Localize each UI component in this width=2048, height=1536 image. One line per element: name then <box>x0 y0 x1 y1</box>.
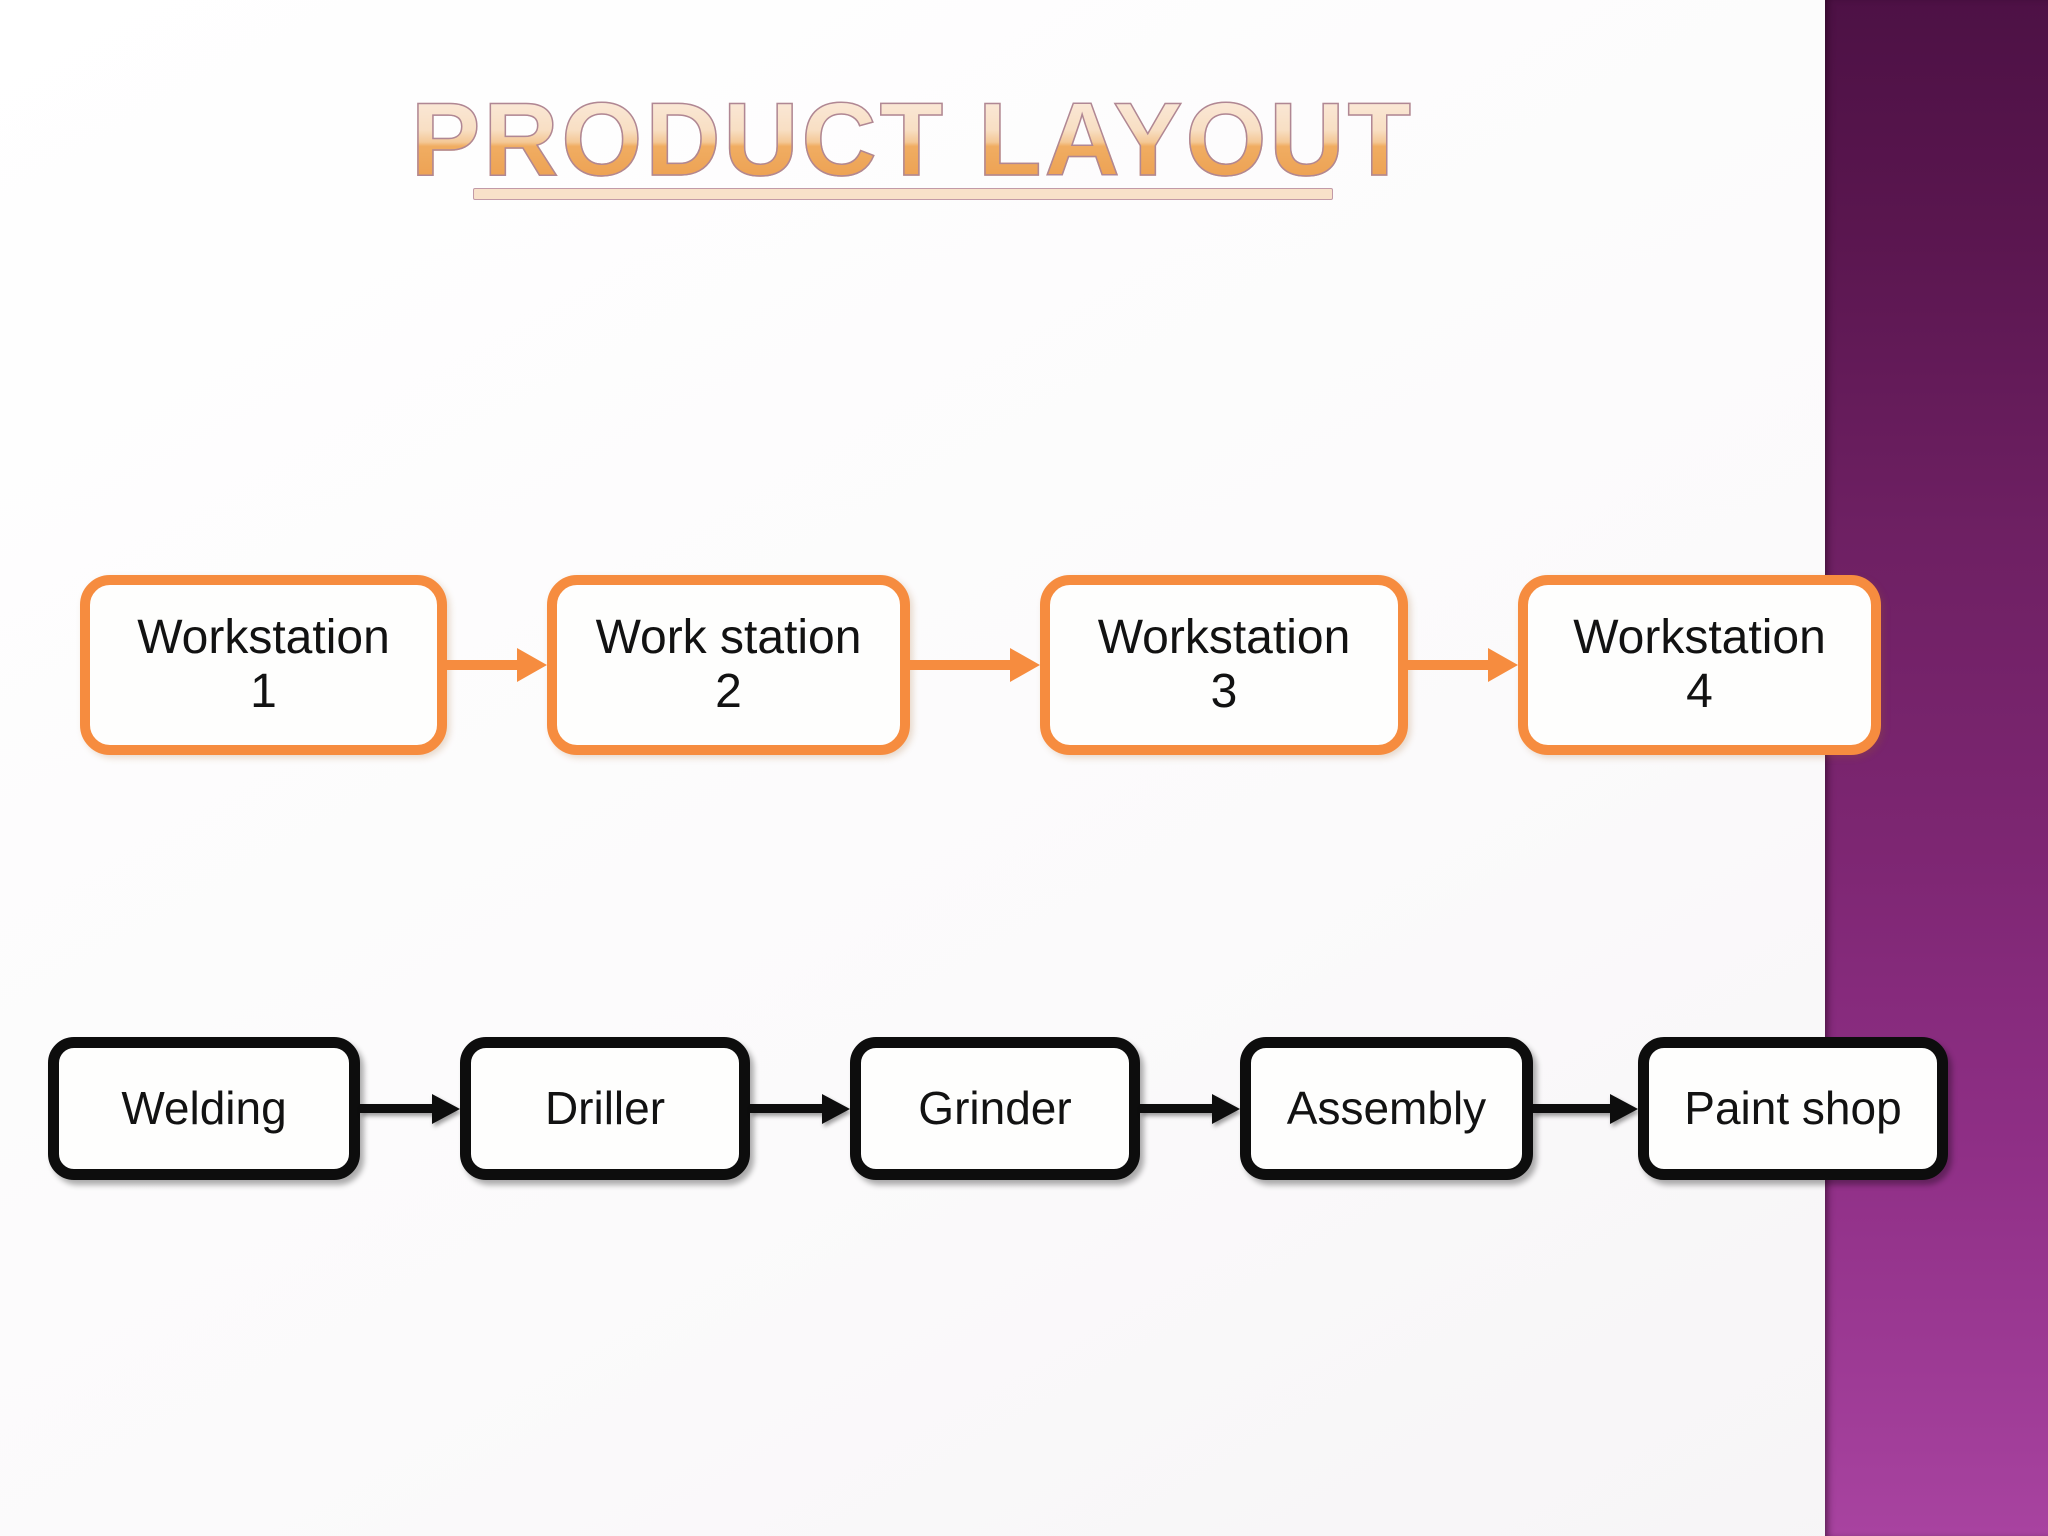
decorative-sidebar <box>1825 0 2048 1536</box>
process-box-driller: Driller <box>460 1037 750 1180</box>
flow-arrow-driller-grinder <box>750 1104 822 1113</box>
flow-arrow-assembly-paintshop <box>1533 1104 1610 1113</box>
workstation-box-4: Workstation 4 <box>1518 575 1881 755</box>
workstation-box-1-line1: Workstation <box>137 611 390 665</box>
process-box-welding-label: Welding <box>121 1081 287 1134</box>
page-title: PRODUCT LAYOUT <box>0 82 1825 198</box>
flow-arrow-welding-driller <box>360 1104 432 1113</box>
workstation-box-3: Workstation 3 <box>1040 575 1408 755</box>
page-title-text: PRODUCT LAYOUT <box>410 82 1415 198</box>
process-box-grinder-label: Grinder <box>918 1081 1072 1134</box>
flow-arrow-grinder-assembly <box>1140 1104 1212 1113</box>
workstation-box-1: Workstation 1 <box>80 575 447 755</box>
flow-arrow-workstation-1-2 <box>447 660 517 670</box>
flow-arrow-workstation-2-3 <box>908 660 1010 670</box>
workstation-box-4-line2: 4 <box>1686 665 1713 718</box>
process-box-grinder: Grinder <box>850 1037 1140 1180</box>
workstation-box-2: Work station 2 <box>547 575 910 755</box>
workstation-box-1-line2: 1 <box>250 665 277 718</box>
process-box-assembly: Assembly <box>1240 1037 1533 1180</box>
workstation-box-2-line1: Work station <box>595 611 862 665</box>
workstation-box-4-line1: Workstation <box>1573 611 1826 665</box>
workstation-box-3-line2: 3 <box>1210 665 1238 718</box>
workstation-box-2-line2: 2 <box>715 665 742 718</box>
workstation-box-3-line1: Workstation <box>1097 611 1351 665</box>
process-box-paint-shop: Paint shop <box>1638 1037 1948 1180</box>
title-underline <box>473 188 1333 200</box>
process-box-welding: Welding <box>48 1037 360 1180</box>
process-box-assembly-label: Assembly <box>1286 1081 1487 1134</box>
flow-arrow-workstation-3-4 <box>1407 660 1488 670</box>
process-box-driller-label: Driller <box>544 1081 666 1134</box>
process-box-paint-shop-label: Paint shop <box>1684 1081 1902 1134</box>
